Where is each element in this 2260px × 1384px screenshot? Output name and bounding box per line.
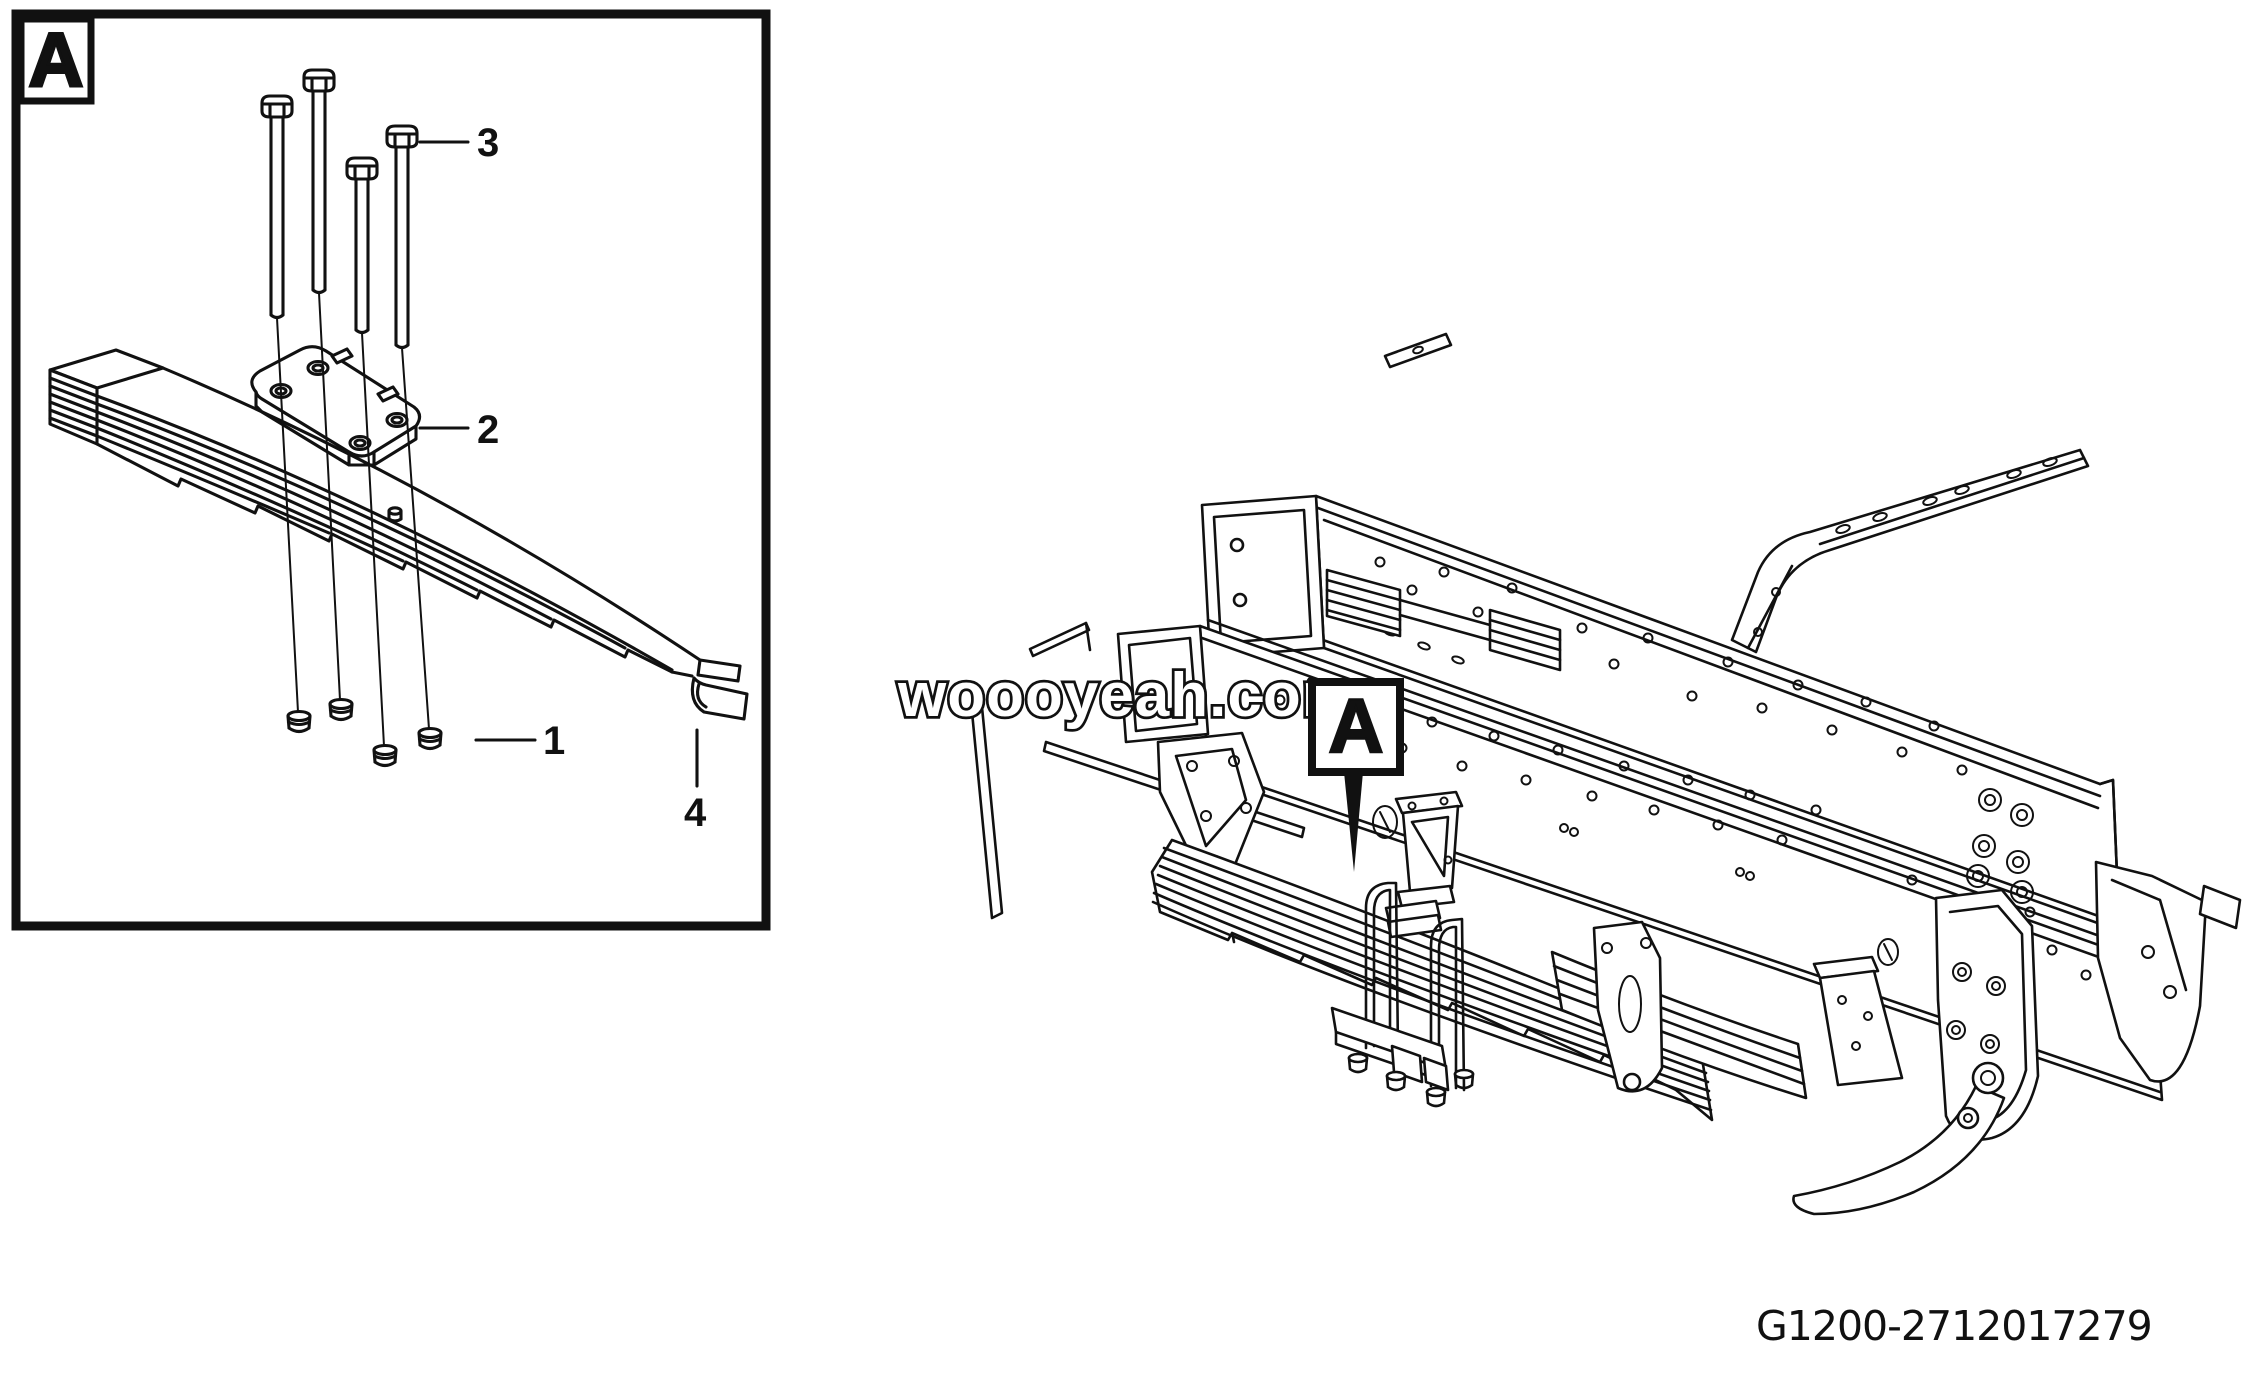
side-plate	[970, 705, 1004, 920]
callout-label: A	[1329, 684, 1384, 769]
mounting-bracket-arm	[1730, 448, 2090, 654]
u-bolt-nut	[328, 697, 354, 722]
detail-callout-box	[1308, 678, 1404, 776]
leaf-spring-assembly	[1150, 790, 1714, 1122]
spring-seat-gusset	[1394, 790, 1464, 910]
watermark: woooyeah.com	[897, 661, 1358, 730]
far-leaf-spring	[1550, 920, 1808, 1100]
spring-clamp-plate	[250, 345, 422, 467]
u-bolt-nut	[286, 709, 312, 734]
u-bolt-stud	[385, 124, 430, 730]
u-bolt-nuts	[286, 697, 443, 768]
u-bolt-stud	[302, 68, 341, 701]
part-label-3: 3	[477, 121, 499, 165]
part-label-2: 2	[477, 408, 499, 452]
u-bolt-stud	[260, 94, 299, 713]
spring-end-pad	[690, 658, 749, 721]
inset-border	[11, 9, 771, 931]
u-bolt-nut	[417, 726, 443, 751]
drawing-number: G1200-2712017279	[1756, 1302, 2152, 1350]
chassis-assembly: woooyeah.com A	[894, 332, 2242, 1216]
spring-center-bolt	[387, 506, 403, 523]
u-bolt-studs	[260, 68, 430, 747]
inset-corner-label-box: A	[17, 15, 95, 105]
rear-hanger-cluster	[1792, 860, 2242, 1216]
part-label-4: 4	[684, 791, 707, 835]
detail-callout: A	[1308, 678, 1404, 872]
u-bolt-nuts-under	[1347, 1052, 1475, 1108]
detail-inset-panel: 1 2 3 4 A	[11, 9, 771, 931]
detail-callout-arrow	[1344, 772, 1363, 872]
u-bolts	[1364, 881, 1466, 1092]
leaf-spring	[48, 348, 749, 721]
u-bolt-nut	[372, 743, 398, 768]
part-label-1: 1	[543, 719, 565, 763]
corner-label: A	[29, 18, 84, 103]
rear-spring-hanger	[1592, 920, 1664, 1093]
part-callouts: 1 2 3 4	[418, 121, 707, 835]
rear-frame-rail	[1200, 332, 2121, 928]
u-bolt-stud	[345, 156, 385, 747]
equalizer-arm	[1792, 1061, 2006, 1216]
